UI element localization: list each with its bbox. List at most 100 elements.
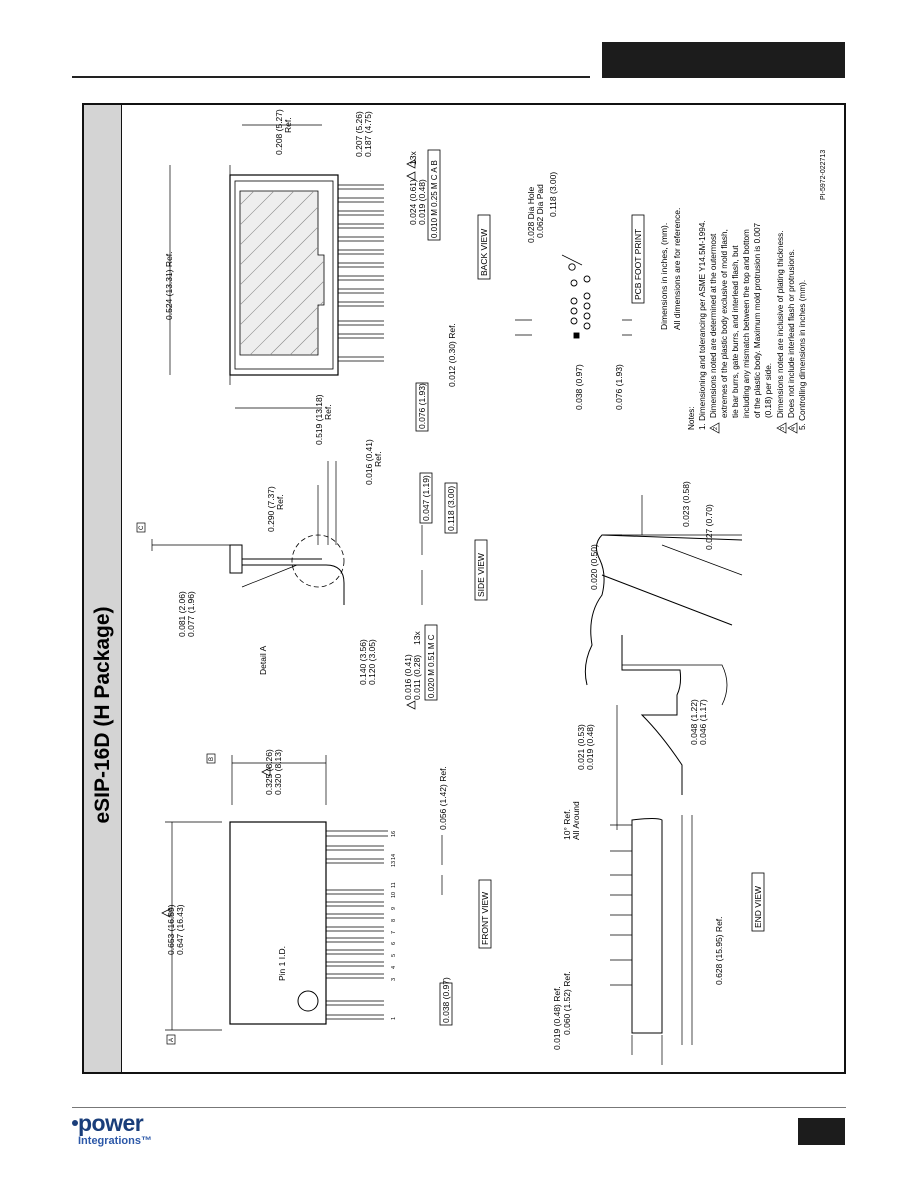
note-3: Dimensions noted are inclusive of platin… [776,230,785,418]
end-view-caption: END VIEW [753,886,763,928]
side-view-labels: 0.081 (2.06) 0.077 (1.96) Detail A 0.140… [136,439,488,701]
side-b2: 0.118 (3.00) [446,486,456,531]
note-2c: tie bar burrs, gate burrs, and interlead… [731,245,740,418]
note-2b: extremes of the plastic body exclusive o… [720,229,729,418]
front-pitch-box: 0.038 (0.97) [439,977,453,1026]
svg-text:14: 14 [391,854,397,860]
units-note-2: All dimensions are for reference. [672,208,682,330]
detail-dim-b: 0.023 (0.58) [681,481,691,527]
datum-c-box: C [136,522,146,533]
side-thick-max: 0.081 (2.06) [177,591,187,637]
detail-dim-c: 0.027 (0.70) [704,504,714,550]
note-4: Does not include interlead flash or prot… [787,249,796,418]
svg-text:8: 8 [391,919,397,922]
end-draft-2: All Around [571,801,581,840]
end-t-max: 0.048 (1.22) [689,699,699,745]
svg-text:4: 4 [391,966,397,969]
back-tol-frame: 0.010 M 0.25 M C A B [427,149,441,241]
pcb-pad: 0.062 Dia Pad [535,184,545,238]
side-tol: 0.020 M 0.51 M C [427,634,436,698]
end-t-min: 0.046 (1.17) [698,699,708,745]
back-r-ref: Ref. [283,117,293,133]
side-height-ref: Ref. [275,494,285,510]
power-integrations-logo: power Integrations™ [70,1110,180,1150]
end-w-max: 0.021 (0.53) [576,724,586,770]
svg-text:3: 3 [391,978,397,981]
front-lead-ext: 0.056 (1.42) Ref. [438,766,448,830]
header-rule [72,76,590,78]
note-4-mark: 4 [787,422,798,434]
front-view [165,755,443,1031]
side-view-tag: SIDE VIEW [474,539,488,601]
side-lt-ref: Ref. [373,451,383,467]
end-length: 0.628 (15.95) Ref. [714,916,724,985]
svg-text:10: 10 [391,892,397,898]
back-width: 0.524 (13.31) Ref. [164,251,174,320]
end-view-tag: END VIEW [751,872,765,932]
svg-text:5: 5 [391,954,397,957]
notes-block: Notes: 1. Dimensioning and tolerancing p… [687,220,807,434]
note-2e: of the plastic body. Maximum mold protru… [753,222,762,418]
side-view-caption: SIDE VIEW [476,553,486,597]
svg-text:3: 3 [780,427,786,430]
datum-a-box: A [166,1034,176,1045]
drawing-id: PI-5972-022713 [820,150,827,200]
pcb-pitch-1: 0.038 (0.97) [574,364,584,410]
pcb-spacing: 0.118 (3.00) [548,172,558,217]
note-2d: including any mismatch between the top a… [742,229,751,418]
back-view-tag: BACK VIEW [477,214,491,280]
back-p-count: 13x [408,151,418,165]
back-t-min: 0.187 (4.75) [363,111,373,157]
page-number-box [798,1118,845,1145]
side-b1: 0.047 (1.19) [421,475,431,521]
back-b1-box: 0.076 (1.93) [415,382,429,432]
note-2-mark: 2 [709,422,720,434]
pcb-footprint [515,254,632,339]
side-lead-min: 0.120 (3.05) [367,639,377,685]
svg-text:11: 11 [391,882,397,888]
side-height: 0.290 (7.37) [266,486,276,532]
end-view-labels: 10° Ref. All Around 0.021 (0.53) 0.019 (… [552,699,765,1050]
front-view-labels: 0.653 (16.59) 0.647 (16.43) 0.325 (8.26)… [166,749,492,1045]
svg-text:9: 9 [391,907,397,910]
back-view-labels: 0.524 (13.31) Ref. 0.519 (13.18) Ref. 0.… [164,109,491,445]
front-pin-numbers: 1 3 4 5 6 7 8 9 10 11 13 14 16 [391,831,397,1020]
end-e2: 0.060 (1.52) Ref. [562,971,572,1035]
back-view-caption: BACK VIEW [479,229,489,276]
back-height: 0.519 (13.18) [314,394,324,445]
package-drawing: 0.653 (16.59) 0.647 (16.43) 0.325 (8.26)… [136,109,827,1065]
front-view-caption: FRONT VIEW [480,892,490,945]
side-lt: 0.016 (0.41) [364,439,374,485]
svg-text:1: 1 [391,1017,397,1020]
note-2a: Dimensions noted are determined at the o… [709,233,718,418]
note-2f: (0.18) per side. [764,363,773,418]
pcb-tag: PCB FOOT PRINT [631,214,645,304]
side-lw-min: 0.011 (0.28) [412,655,422,700]
end-e1: 0.019 (0.48) Ref. [552,986,562,1050]
svg-text:7: 7 [391,931,397,934]
front-view-tag: FRONT VIEW [478,879,492,949]
end-draft: 10° Ref. [562,809,572,840]
note-5: 5. Controlling dimensions in inches (mm)… [798,280,807,430]
note-markers [161,159,416,918]
logo-mark-icon [72,1120,78,1126]
svg-text:4: 4 [791,427,797,430]
units-note-1: Dimensions in inches, (mm). [659,223,669,330]
back-view [169,124,384,409]
svg-text:2: 2 [713,427,719,430]
side-lw-max: 0.016 (0.41) [403,654,413,700]
notes-heading: Notes: [687,406,696,430]
back-b2: 0.012 (0.30) Ref. [447,323,457,387]
note-3-mark: 3 [776,422,787,434]
end-w-min: 0.019 (0.48) [585,724,595,770]
side-b1-box: 0.047 (1.19) [419,472,433,524]
side-view [151,461,423,605]
detail-a-view [584,495,743,795]
side-thick-min: 0.077 (1.96) [186,591,196,637]
svg-text:C: C [139,525,145,530]
side-lead-max: 0.140 (3.56) [358,639,368,685]
back-p-max: 0.024 (0.61) [408,179,418,225]
back-height-ref: Ref. [323,404,333,420]
title-band: eSIP-16D (H Package) [84,105,122,1072]
pcb-pitch-2: 0.076 (1.93) [614,364,624,410]
